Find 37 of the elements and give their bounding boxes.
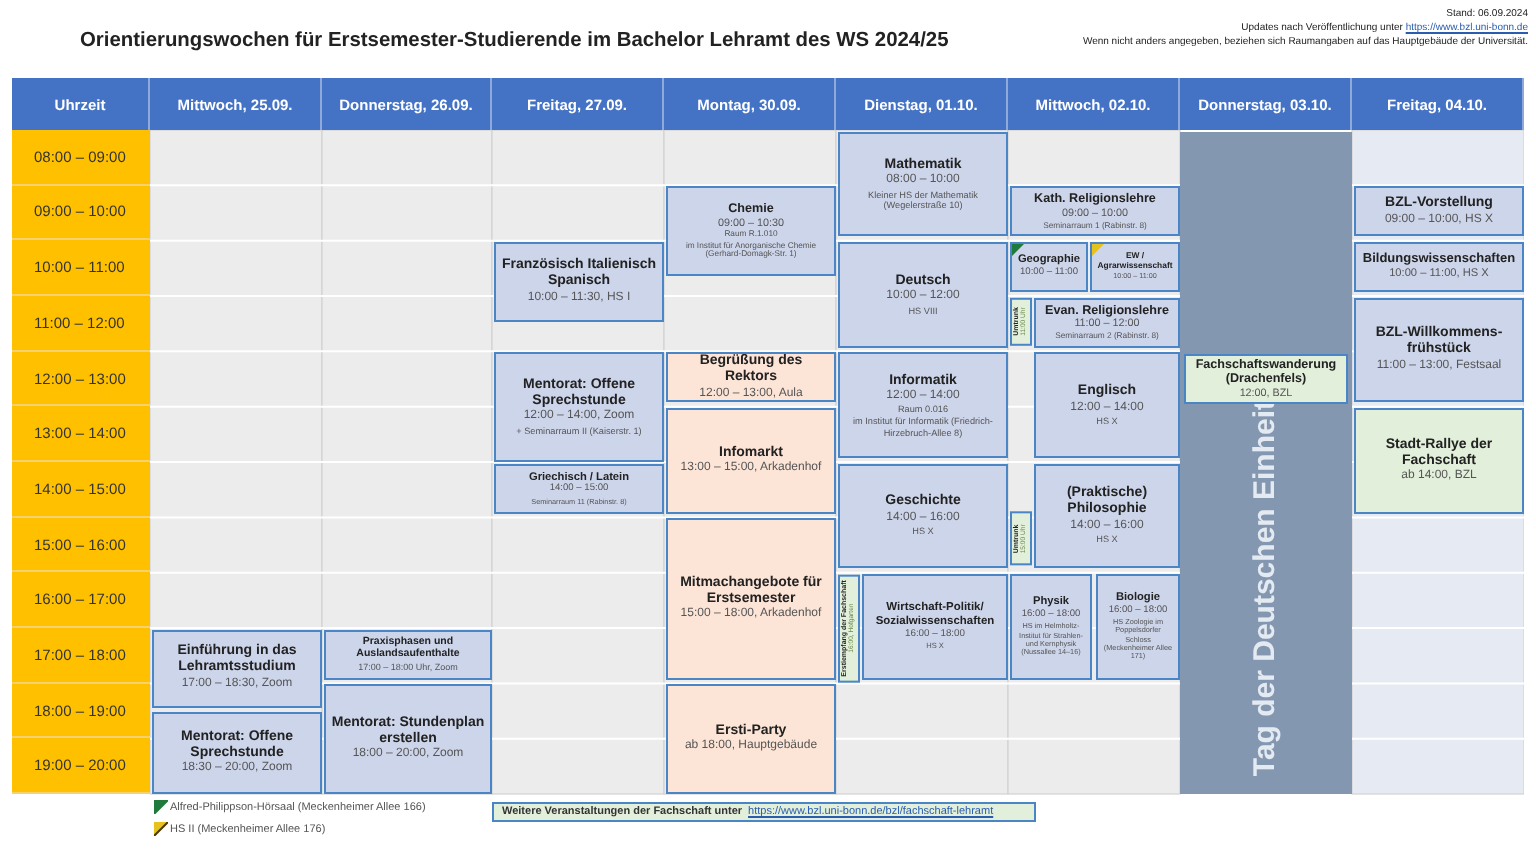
event-box (666, 684, 836, 794)
event-box (494, 463, 664, 514)
event-box (1010, 573, 1092, 680)
event-box (838, 352, 1008, 459)
event-box (324, 684, 492, 794)
event-tag (1010, 512, 1032, 567)
event-box (1010, 241, 1088, 293)
event-box (1090, 241, 1180, 293)
event-box (838, 241, 1008, 348)
event-box (1010, 186, 1180, 237)
event-box (1184, 353, 1348, 404)
event-tag (1010, 297, 1032, 345)
event-box (1034, 352, 1180, 459)
event-box (1354, 407, 1524, 514)
event-box (838, 463, 1008, 569)
event-box (1354, 186, 1524, 237)
event-box (862, 573, 1008, 680)
event-box (666, 407, 836, 514)
holiday-band (1180, 131, 1352, 794)
info-banner (492, 802, 1036, 822)
event-box (1096, 573, 1180, 680)
event-box (1354, 241, 1524, 293)
event-box (666, 186, 836, 276)
holiday-title: Tag der Deutschen Einheit (1248, 400, 1284, 778)
event-box (1354, 297, 1524, 403)
event-box (152, 712, 322, 794)
event-box (324, 629, 492, 680)
event-box (666, 518, 836, 680)
event-box (1034, 297, 1180, 348)
event-box (666, 352, 836, 403)
event-box (494, 352, 664, 461)
event-box (838, 131, 1008, 237)
event-tag (838, 573, 860, 683)
event-box (152, 629, 322, 708)
event-box (1034, 463, 1180, 569)
page-title: Orientierungswochen für Erstsemester-Studierende im Bachelor Lehramt des WS 2024/25 (80, 30, 949, 52)
event-box (494, 241, 664, 323)
